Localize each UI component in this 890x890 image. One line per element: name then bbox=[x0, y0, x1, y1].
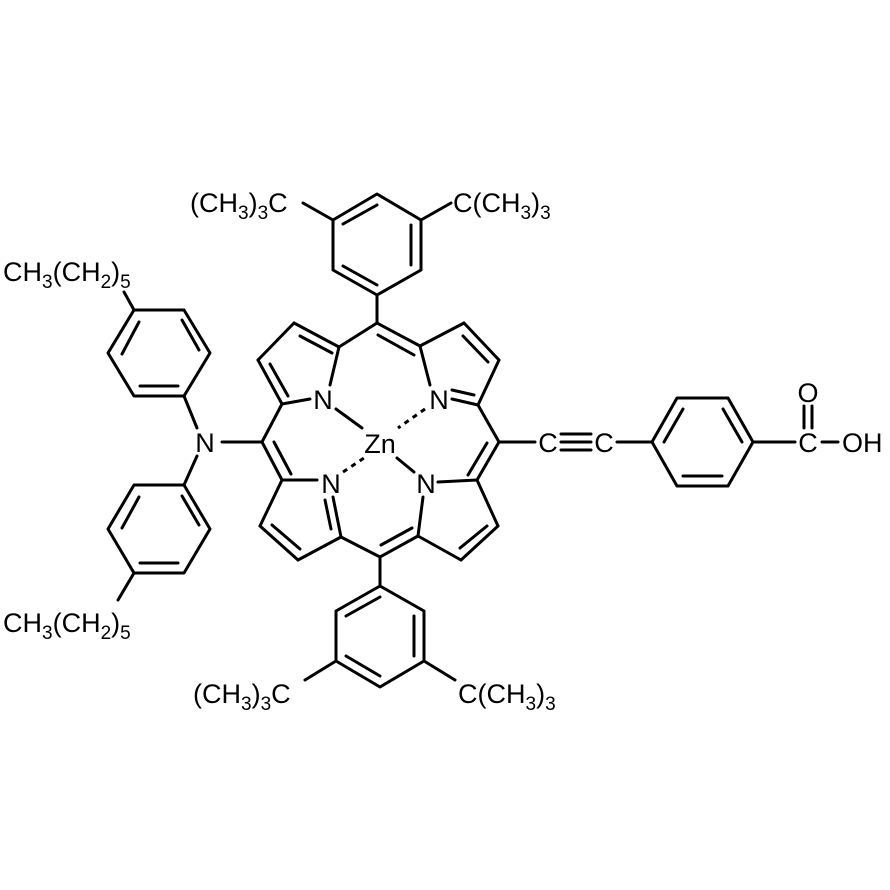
zinc-coordination bbox=[334, 407, 426, 474]
pyrrole-bottom-left bbox=[258, 478, 343, 562]
ethynylbenzoic-acid-right: C C C O OH bbox=[497, 378, 883, 488]
hexyl-label-top: CH3(CH2)5 bbox=[3, 257, 131, 293]
alkyne-carbon-label-2: C bbox=[594, 428, 614, 458]
diarylamine-left: N CH3(CH2)5 CH3(CH2)5 bbox=[3, 257, 264, 644]
hexyl-label-bottom: CH3(CH2)5 bbox=[3, 608, 131, 644]
tbu-label-top-left: (CH3)3C bbox=[190, 188, 288, 224]
tbu-label-bottom-right: C(CH3)3 bbox=[458, 679, 556, 715]
tbu-label-bottom-left: (CH3)3C bbox=[193, 679, 291, 715]
aryl-top: (CH3)3C C(CH3)3 bbox=[190, 188, 551, 325]
tbu-label-top-right: C(CH3)3 bbox=[453, 188, 551, 224]
meso-bridges bbox=[260, 321, 501, 559]
porphyrin-core: Zn N N N N bbox=[256, 321, 501, 562]
nitrogen-label-bottom-right: N bbox=[416, 469, 436, 499]
amine-nitrogen-label: N bbox=[195, 428, 215, 458]
pyrrole-top-right bbox=[418, 321, 501, 407]
hydroxyl-label: OH bbox=[842, 428, 883, 458]
alkyne-carbon-label-1: C bbox=[538, 428, 558, 458]
carbonyl-oxygen-label: O bbox=[797, 378, 818, 408]
pyrrole-top-left bbox=[256, 321, 341, 406]
carboxyl-carbon-label: C bbox=[798, 428, 818, 458]
pyrrole-bottom-right bbox=[416, 478, 500, 562]
zinc-atom-label: Zn bbox=[364, 429, 396, 459]
nitrogen-label-bottom-left: N bbox=[321, 469, 341, 499]
nitrogen-label-top-right: N bbox=[429, 385, 449, 415]
nitrogen-label-top-left: N bbox=[313, 385, 333, 415]
aryl-bottom: (CH3)3C C(CH3)3 bbox=[193, 555, 556, 715]
